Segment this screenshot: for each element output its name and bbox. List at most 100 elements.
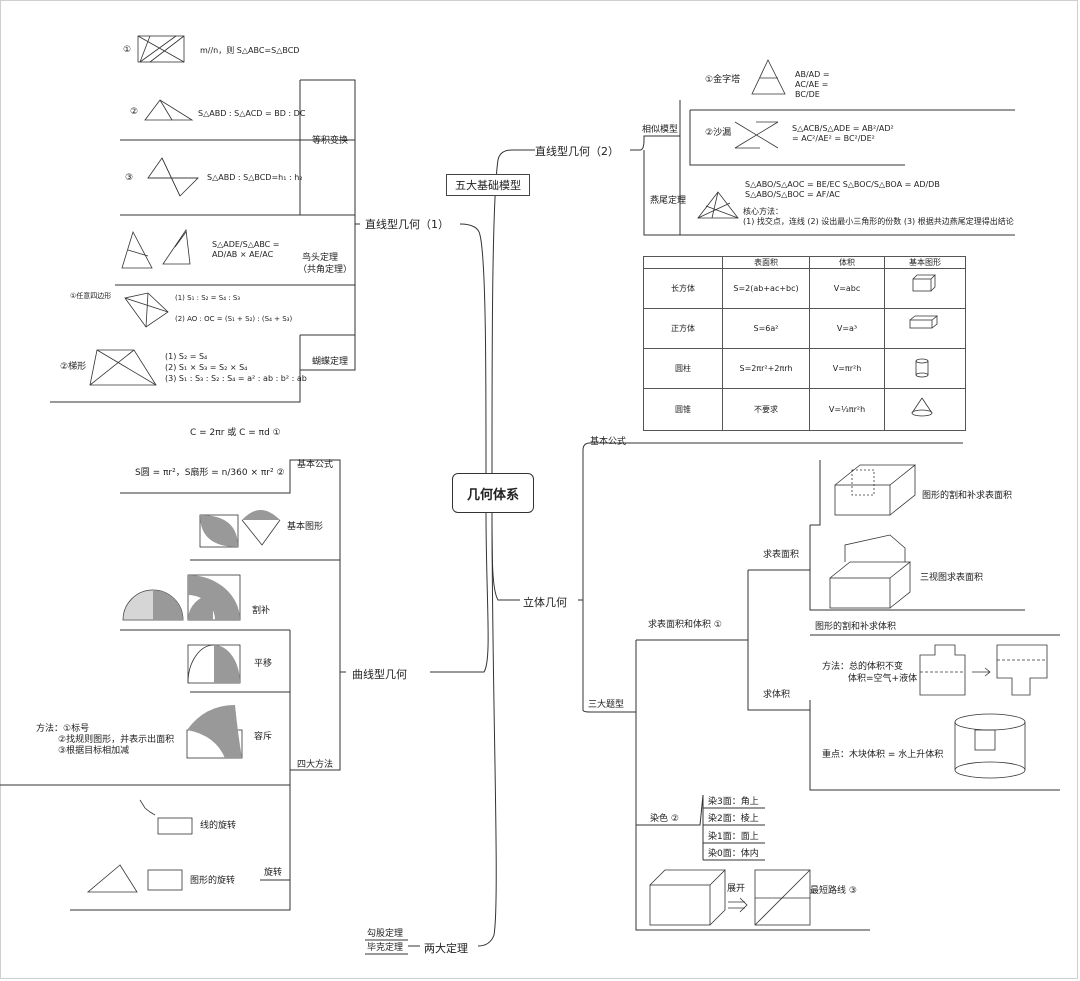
- line-rotation-figure: [139, 799, 193, 835]
- rotation-label[interactable]: 旋转: [264, 868, 283, 878]
- water-rise-figure: [954, 713, 1026, 779]
- swallowtail-formula: S△ABO/S△AOC = BE/EC S△BOC/S△BOA = AD/DB …: [745, 180, 940, 199]
- pyramid-formula: AB/AD = AC/AE = BC/DE: [795, 70, 830, 99]
- table-row-shape: [884, 388, 966, 431]
- five-models-node[interactable]: 五大基础模型: [446, 174, 530, 196]
- find-surface-label[interactable]: 求表面积: [763, 550, 800, 560]
- trapezoid-formula-1: (1) S₂ = S₄: [165, 352, 208, 361]
- volume-water-rise: 重点：木块体积 = 水上升体积: [822, 750, 944, 760]
- table-row-name: 正方体: [643, 308, 723, 349]
- three-view-surface-figure: [829, 534, 912, 609]
- surface-three-view-label: 三视图求表面积: [920, 573, 984, 583]
- find-volume-label[interactable]: 求体积: [763, 690, 791, 700]
- solid-geo-node[interactable]: 立体几何: [523, 596, 567, 609]
- volume-cut-fill-title: 图形的割和补求体积: [815, 622, 897, 632]
- item-3-marker: ③: [125, 173, 134, 183]
- pythagoras-label[interactable]: 勾股定理: [367, 929, 404, 939]
- pyramid-figure: [751, 59, 786, 95]
- table-header-shape: 基本图形: [884, 256, 966, 269]
- inclusion-exclusion-figure: [186, 705, 243, 759]
- method-step-1: 方法：①标号: [36, 724, 90, 734]
- equal-area-figure-1: [137, 35, 185, 63]
- incl-excl-label: 容斥: [254, 732, 273, 742]
- hourglass-label: ②沙漏: [705, 128, 732, 138]
- hourglass-formula: S△ACB/S△ADE = AB²/AD² = AC²/AE² = BC²/DE…: [792, 124, 894, 143]
- dye-item-0: 染0面：体内: [708, 849, 759, 859]
- item-1-marker: ①: [123, 45, 132, 55]
- area-formula: S圆 = πr²，S扇形 = n/360 × πr² ②: [135, 468, 285, 478]
- equal-area-figure-3: [147, 157, 199, 197]
- core-method-text: (1) 找交点，连线 (2) 设出最小三角形的份数 (3) 根据共边燕尾定理得出…: [743, 217, 1014, 226]
- equal-area-item-2: S△ABD : S△ACD = BD : DC: [198, 109, 306, 118]
- trapezoid-butterfly-figure: [89, 349, 157, 386]
- method-step-3: ③根据目标相加减: [58, 746, 130, 756]
- four-methods-label[interactable]: 四大方法: [297, 760, 334, 770]
- volume-method-1: 方法：总的体积不变: [822, 662, 904, 672]
- cut-fill-surface-figure: [834, 464, 917, 516]
- similar-model-label[interactable]: 相似模型: [642, 125, 679, 135]
- line-geo-1-node[interactable]: 直线型几何（1）: [365, 218, 449, 231]
- two-theorems-node[interactable]: 两大定理: [424, 942, 468, 955]
- quad-formula-2: (2) AO : OC = (S₁ + S₂) : (S₄ + S₃): [175, 315, 293, 323]
- dye-label[interactable]: 染色 ②: [650, 814, 679, 824]
- translate-label: 平移: [254, 659, 273, 669]
- line-geo-2-node[interactable]: 直线型几何（2）: [535, 145, 619, 158]
- swallowtail-label: 燕尾定理: [650, 196, 687, 206]
- trapezoid-label: ②梯形: [60, 362, 87, 372]
- pyramid-label: ①金字塔: [705, 75, 741, 85]
- circumference-formula: C = 2πr 或 C = πd ①: [190, 428, 281, 438]
- trapezoid-formula-2: (2) S₁ × S₃ = S₂ × S₄: [165, 363, 248, 372]
- bika-label[interactable]: 毕克定理: [367, 943, 404, 953]
- basic-formula-label[interactable]: 基本公式: [297, 460, 334, 470]
- dye-item-1: 染1面：面上: [708, 832, 759, 842]
- table-row-volume: V=a³: [809, 308, 885, 349]
- basic-formula-table: 表面积 体积 基本图形 长方体 S=2(ab+ac+bc) V=abc 正方体 …: [643, 256, 966, 431]
- dye-item-2: 染2面：棱上: [708, 814, 759, 824]
- unfold-label: 展开: [727, 884, 746, 894]
- table-row-shape: [884, 348, 966, 389]
- table-header-volume: 体积: [809, 256, 885, 269]
- translate-figure: [187, 644, 241, 684]
- line-rotation-label: 线的旋转: [200, 821, 237, 831]
- curve-geo-node[interactable]: 曲线型几何: [352, 668, 407, 681]
- surface-cut-fill-label: 图形的割和补求表面积: [922, 491, 1013, 501]
- equal-area-label[interactable]: 等积变换: [312, 136, 349, 146]
- bird-head-formula: S△ADE/S△ABC = AD/AB × AE/AC: [212, 240, 280, 259]
- method-step-2: ②找规则图形，并表示出面积: [58, 735, 175, 745]
- volume-fill-figure: [919, 644, 1048, 696]
- table-row-volume: V=abc: [809, 268, 885, 309]
- basic-shapes-label: 基本图形: [287, 522, 324, 532]
- butterfly-label[interactable]: 蝴蝶定理: [312, 357, 349, 367]
- table-row-surface: S=2πr²+2πrh: [722, 348, 810, 389]
- table-row-surface: S=6a²: [722, 308, 810, 349]
- shape-rotation-label: 图形的旋转: [190, 876, 236, 886]
- basic-formula-label[interactable]: 基本公式: [590, 437, 627, 447]
- quad-butterfly-figure: [124, 292, 169, 328]
- surface-volume-label[interactable]: 求表面积和体积 ①: [648, 620, 722, 630]
- volume-method-2: 体积=空气+液体: [848, 674, 918, 684]
- table-row-shape: [884, 308, 966, 349]
- quad-formula-1: (1) S₁ : S₂ = S₄ : S₃: [175, 294, 241, 302]
- shortest-path-label[interactable]: 最短路线 ③: [810, 886, 857, 896]
- quad-label: ①任意四边形: [70, 292, 112, 300]
- table-row-name: 圆锥: [643, 388, 723, 431]
- item-2-marker: ②: [130, 107, 139, 117]
- table-row-volume: V=πr²h: [809, 348, 885, 389]
- table-header-blank: [643, 256, 723, 269]
- table-row-surface: 不要求: [722, 388, 810, 431]
- table-row-volume: V=⅓πr²h: [809, 388, 885, 431]
- bird-head-figure: [121, 228, 191, 269]
- three-types-label[interactable]: 三大题型: [588, 700, 625, 710]
- unfold-figure: [649, 869, 811, 926]
- table-row-surface: S=2(ab+ac+bc): [722, 268, 810, 309]
- cut-fill-label: 割补: [252, 606, 271, 616]
- table-row-name: 圆柱: [643, 348, 723, 389]
- swallowtail-figure: [697, 191, 739, 219]
- bird-head-label[interactable]: 鸟头定理: [302, 253, 339, 263]
- bird-head-sublabel: （共角定理）: [298, 265, 353, 275]
- root-node[interactable]: 几何体系: [452, 473, 534, 513]
- table-row-shape: [884, 268, 966, 309]
- dye-item-3: 染3面：角上: [708, 797, 759, 807]
